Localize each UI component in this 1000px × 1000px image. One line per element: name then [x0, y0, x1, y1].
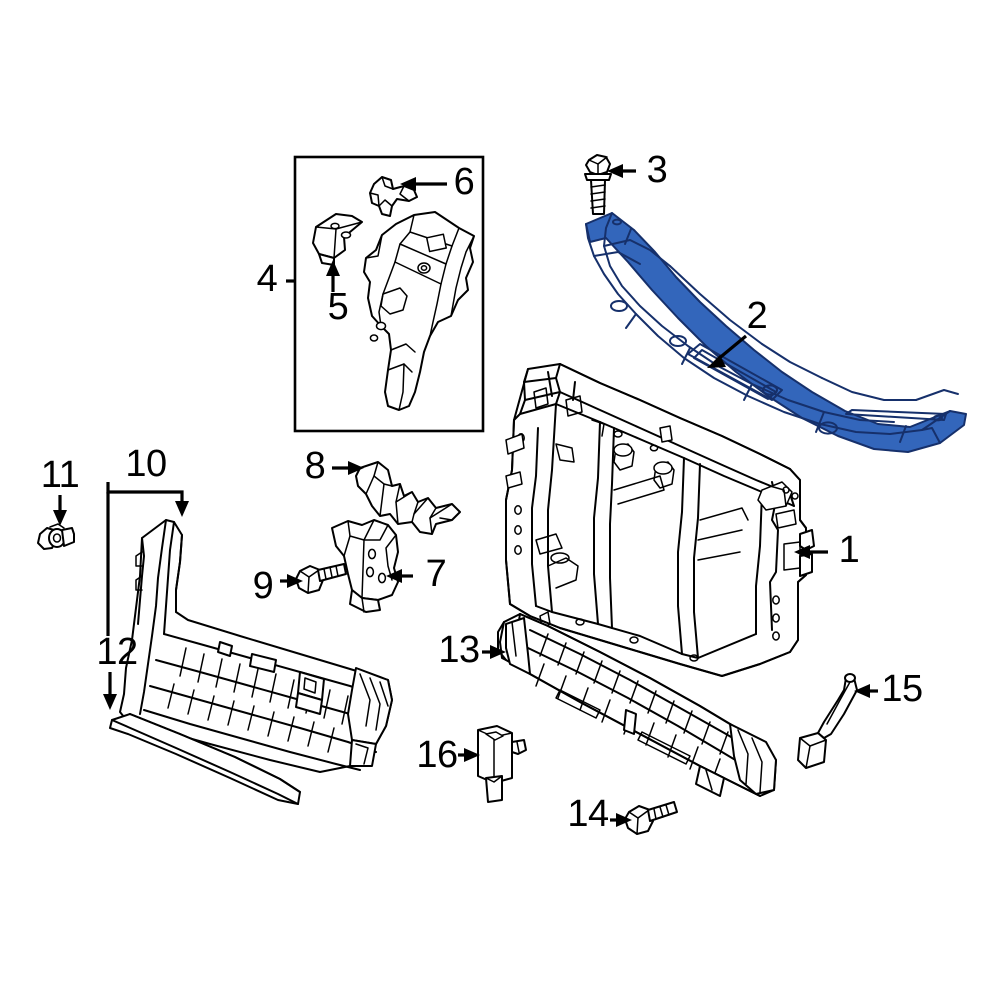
- callout-12-leader: [103, 672, 117, 710]
- callout-label-12[interactable]: 12: [96, 631, 138, 673]
- callout-labels: 1 2 3 4 5 6 7 8 9 10 11 12 13 14 15 16: [41, 149, 923, 835]
- side-mount-bracket-part[interactable]: [331, 519, 399, 613]
- callout-3-leader: [607, 164, 636, 178]
- retainer-clip-part[interactable]: [37, 523, 75, 550]
- callout-5-leader: [326, 260, 340, 292]
- callout-label-13[interactable]: 13: [438, 629, 480, 671]
- callout-label-9[interactable]: 9: [253, 565, 274, 607]
- lower-seal-strip-part[interactable]: [109, 713, 301, 805]
- callout-13-leader: [482, 645, 506, 659]
- callout-label-16[interactable]: 16: [416, 734, 458, 776]
- callout-label-7[interactable]: 7: [426, 553, 447, 595]
- callout-label-3[interactable]: 3: [647, 149, 668, 191]
- hex-flange-bolt-bracket-part[interactable]: [295, 563, 347, 594]
- callout-6-leader: [400, 177, 447, 191]
- callout-11-leader: [53, 495, 67, 526]
- callout-16-leader: [458, 748, 480, 762]
- callout-label-4[interactable]: 4: [257, 258, 279, 300]
- hex-flange-bolt-upper-part[interactable]: [584, 154, 612, 215]
- small-hook-bracket-part[interactable]: [369, 176, 418, 217]
- callout-label-2[interactable]: 2: [747, 295, 768, 337]
- callout-label-11[interactable]: 11: [41, 454, 80, 496]
- callout-1-leader: [794, 545, 828, 559]
- callout-7-leader: [386, 569, 413, 583]
- callout-14-leader: [610, 813, 632, 827]
- lower-tie-bar-part[interactable]: [497, 613, 777, 797]
- callout-2-leader: [707, 334, 748, 368]
- callout-label-14[interactable]: 14: [567, 793, 609, 835]
- hex-flange-bolt-lower-part[interactable]: [624, 801, 678, 835]
- radiator-support-frame-part[interactable]: [505, 363, 815, 677]
- hood-latch-release-rod-part[interactable]: [797, 673, 858, 769]
- detail-box-group[interactable]: [293, 155, 485, 433]
- callout-label-8[interactable]: 8: [305, 445, 326, 487]
- upper-trim-bracket-part[interactable]: [355, 461, 461, 535]
- upper-tie-bar-reinforcement-part[interactable]: [585, 212, 967, 453]
- callout-label-1[interactable]: 1: [839, 529, 860, 571]
- lower-air-deflector-part[interactable]: [119, 519, 393, 773]
- inset-main-bracket[interactable]: [363, 211, 475, 411]
- callout-8-leader: [332, 461, 364, 475]
- callout-label-6[interactable]: 6: [454, 161, 475, 203]
- callout-label-15[interactable]: 15: [881, 668, 923, 710]
- callout-9-leader: [280, 574, 303, 588]
- ambient-air-temperature-sensor-part[interactable]: [477, 725, 527, 803]
- callout-label-10[interactable]: 10: [125, 443, 167, 485]
- callout-label-5[interactable]: 5: [328, 286, 349, 328]
- callout-15-leader: [854, 684, 878, 698]
- callout-10-leader: [106, 482, 189, 636]
